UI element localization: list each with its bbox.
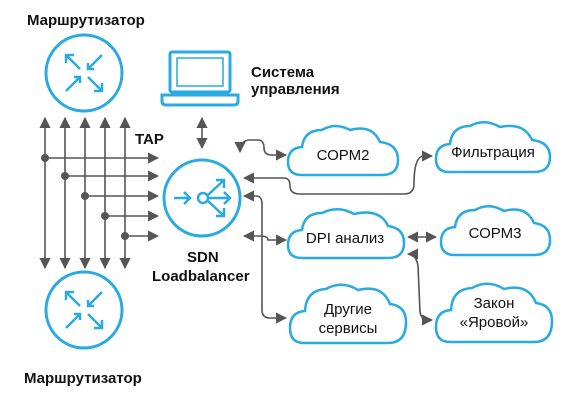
router-top-icon <box>44 33 124 113</box>
service-links <box>234 139 438 326</box>
cloud-label-other-line2: сервисы <box>319 320 378 337</box>
laptop-icon <box>160 50 240 107</box>
tap-label: TAP <box>135 131 164 148</box>
cloud-label-law-line1: Закон <box>474 295 515 312</box>
cloud-label-law-line2: «Яровой» <box>460 314 529 331</box>
router-bottom-icon <box>44 270 124 350</box>
router-bottom-label: Маршрутизатор <box>24 370 142 387</box>
cloud-label-dpi: DPI анализ <box>306 230 384 247</box>
cloud-label-filtration: Фильтрация <box>451 144 535 161</box>
loadbalancer-label-line1: SDN <box>187 249 219 266</box>
mgmt-system-label-line2: управления <box>251 81 340 98</box>
mgmt-system-label-line1: Система <box>251 64 315 81</box>
cloud-icon-dpi <box>286 208 406 260</box>
cloud-icon-other <box>288 283 408 345</box>
tap-points <box>41 154 129 240</box>
router-top-label: Маршрутизатор <box>27 12 145 29</box>
tap-links <box>45 152 160 242</box>
loadbalancer-label-line2: Loadbalancer <box>152 268 250 285</box>
cloud-icon-law <box>434 282 554 344</box>
cloud-label-other-line1: Другие <box>324 301 372 318</box>
loadbalancer-icon <box>162 158 242 238</box>
cloud-icon-sorm3 <box>439 205 552 257</box>
cloud-icon-filtration <box>434 121 552 174</box>
cloud-label-sorm3: СОРМ3 <box>469 225 522 242</box>
cloud-label-sorm2: СОРМ2 <box>317 147 370 164</box>
